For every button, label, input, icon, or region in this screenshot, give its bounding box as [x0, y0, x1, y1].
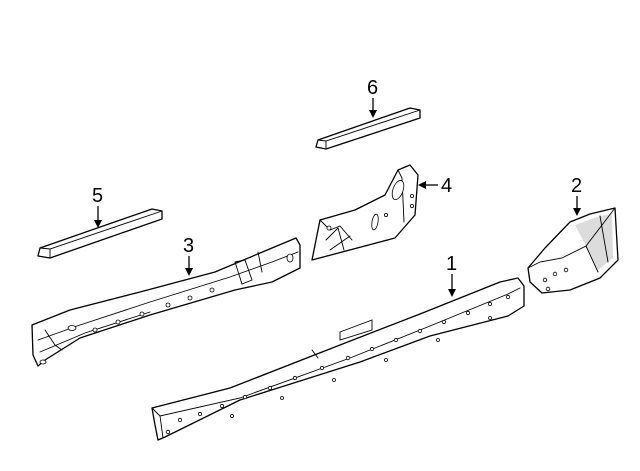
callout-2-arrow	[573, 208, 581, 216]
part-4-pillar-bracket	[311, 164, 419, 261]
callout-6-arrow	[369, 110, 377, 118]
callout-3: 3	[183, 235, 194, 276]
callout-2: 2	[571, 175, 582, 216]
callout-5: 5	[92, 185, 103, 228]
callout-1-label: 1	[446, 253, 457, 275]
callout-4-label: 4	[441, 175, 452, 197]
callout-1: 1	[446, 253, 457, 297]
callout-2-label: 2	[571, 175, 582, 197]
callout-6: 6	[367, 77, 378, 118]
part-5-sill-strip	[37, 208, 163, 259]
part-6-reinforcement	[315, 107, 421, 150]
callout-4: 4	[418, 175, 452, 197]
callout-4-arrow	[418, 181, 426, 189]
part-3-inner-rocker	[31, 237, 301, 367]
callout-5-arrow	[94, 220, 102, 228]
callout-6-label: 6	[367, 77, 378, 99]
part-1-outer-rocker	[151, 277, 525, 441]
callout-3-arrow	[185, 268, 193, 276]
callout-5-label: 5	[92, 185, 103, 207]
callout-1-arrow	[448, 289, 456, 297]
part-2-rear-extension	[527, 207, 619, 294]
callout-3-label: 3	[183, 235, 194, 257]
